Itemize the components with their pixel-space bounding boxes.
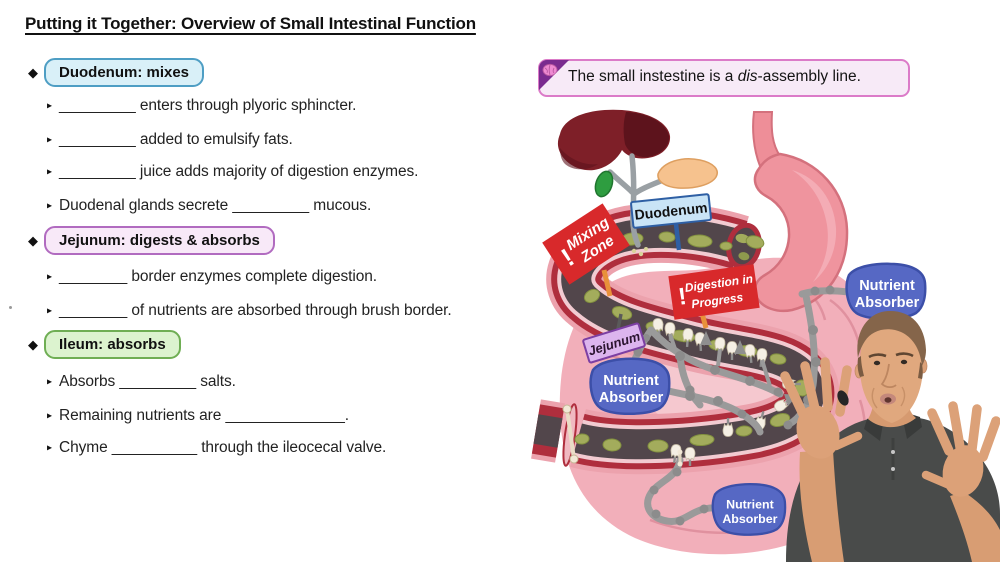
ileum-cut-end (562, 403, 579, 467)
instructor-hair (857, 310, 926, 366)
nutrient-absorber-left: Nutrient Absorber (589, 357, 671, 416)
section-label-ileum: Ileum: absorbs (44, 330, 181, 359)
bullet-bile-added: ▸ _________ added to emulsify fats. (47, 131, 293, 148)
bullet-absorbs-salts: ▸ Absorbs _________ salts. (47, 373, 236, 390)
diamond-bullet-icon: ◆ (28, 64, 38, 80)
triangle-bullet-icon: ▸ (47, 442, 53, 454)
triangle-bullet-icon: ▸ (47, 271, 53, 283)
bullet-chyme-enters: ▸ _________ enters through plyoric sphin… (47, 97, 357, 114)
instructor-right-hand (942, 445, 984, 497)
section-label-jejunum: Jejunum: digests & absorbs (44, 226, 275, 255)
instructor-face (859, 320, 924, 423)
svg-text:Absorber: Absorber (722, 512, 777, 526)
duodenum-post (673, 223, 682, 251)
triangle-bullet-icon: ▸ (47, 100, 53, 112)
triangle-bullet-icon: ▸ (47, 134, 53, 146)
section-header-jejunum: ◆ Jejunum: digests & absorbs (0, 226, 275, 255)
digestion-in-progress-sign: ! Digestion in Progress (668, 264, 760, 320)
section-header-ileum: ◆ Ileum: absorbs (0, 330, 181, 359)
jejunum-post (616, 313, 623, 330)
instructor-left-hand (796, 405, 840, 459)
pancreas-illustration (657, 158, 718, 189)
instructor-right-forearm (950, 492, 1000, 562)
bullet-pancreatic-juice: ▸ _________ juice adds majority of diges… (47, 163, 419, 180)
presenter-clicker (837, 390, 849, 406)
bile-spray (631, 247, 648, 257)
triangle-bullet-icon: ▸ (47, 305, 53, 317)
section-label-duodenum: Duodenum: mixes (44, 58, 205, 87)
key-idea-callout: The small instestine is a dis-assembly l… (538, 59, 910, 97)
diamond-bullet-icon: ◆ (28, 336, 38, 352)
gallbladder-illustration (594, 170, 614, 198)
bullet-remaining-nutrients: ▸ Remaining nutrients are ______________… (47, 407, 349, 424)
triangle-bullet-icon: ▸ (47, 200, 53, 212)
mixing-zone-post (601, 269, 613, 297)
brain-icon (542, 63, 558, 77)
svg-text:Nutrient: Nutrient (603, 373, 659, 389)
svg-text:Duodenum: Duodenum (634, 199, 708, 223)
stomach-illustration (752, 111, 849, 313)
anatomy-diagram: Nutrient Absorber Nutrient Absorber Nutr… (531, 109, 1000, 562)
callout-corner-fold (539, 60, 569, 90)
instructor-left-forearm (799, 450, 844, 562)
stray-dot (9, 306, 12, 309)
section-header-duodenum: ◆ Duodenum: mixes (0, 58, 205, 87)
liver-illustration (557, 109, 671, 171)
triangle-bullet-icon: ▸ (47, 166, 53, 178)
bullet-brush-border-enzymes: ▸ ________ border enzymes complete diges… (47, 268, 377, 285)
triangle-bullet-icon: ▸ (47, 410, 53, 422)
svg-text:Nutrient: Nutrient (726, 497, 774, 511)
page-title: Putting it Together: Overview of Small I… (25, 14, 476, 33)
bullet-duodenal-glands: ▸ Duodenal glands secrete _________ muco… (47, 197, 372, 214)
callout-text: The small instestine is a dis-assembly l… (568, 68, 861, 85)
svg-text:Nutrient: Nutrient (859, 278, 915, 294)
svg-text:Absorber: Absorber (855, 295, 920, 311)
mixing-zone-sign: ! Mixing Zone (542, 203, 630, 285)
bullet-nutrients-absorbed: ▸ ________ of nutrients are absorbed thr… (47, 302, 452, 319)
bullet-chyme-ileocecal: ▸ Chyme __________ through the ileocecal… (47, 439, 387, 456)
instructor (780, 310, 1000, 562)
svg-text:Absorber: Absorber (599, 390, 664, 406)
chyme-blobs (574, 231, 810, 453)
duodenum-sign: Duodenum (630, 193, 712, 229)
svg-text:!: ! (677, 283, 689, 311)
triangle-bullet-icon: ▸ (47, 376, 53, 388)
nutrient-absorber-right: Nutrient Absorber (845, 262, 927, 321)
diamond-bullet-icon: ◆ (28, 232, 38, 248)
nutrient-absorber-bottom: Nutrient Absorber (711, 483, 787, 536)
